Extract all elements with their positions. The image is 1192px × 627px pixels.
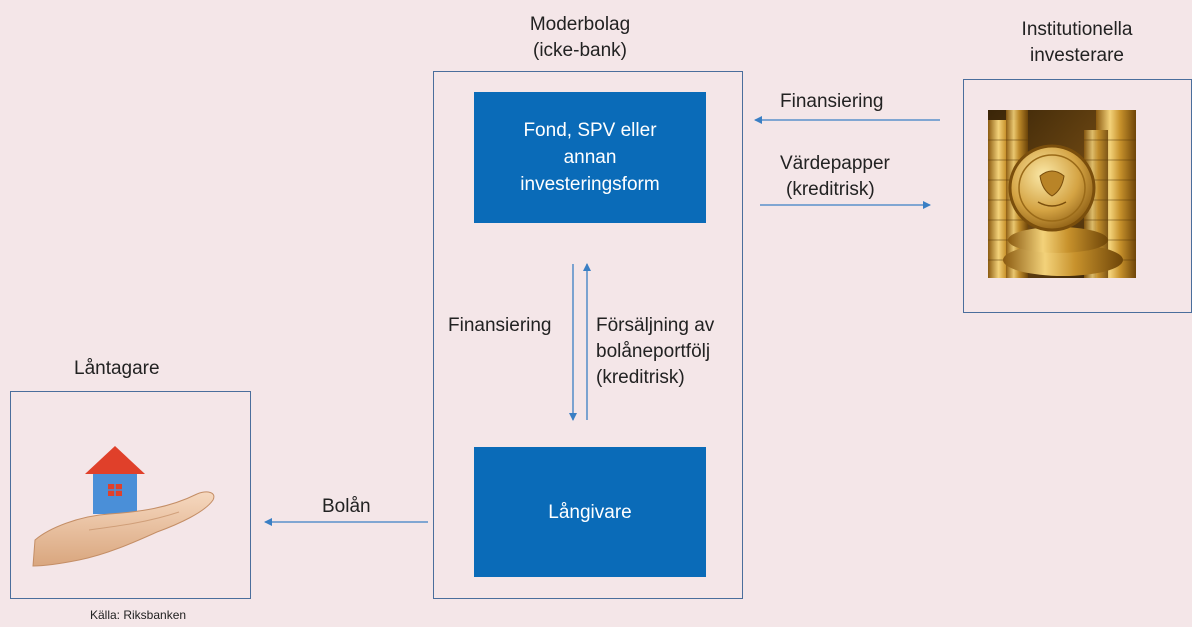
hand-icon: [32, 491, 215, 567]
financing-top-label: Finansiering: [780, 91, 884, 112]
parent-title: Moderbolag (icke-bank): [480, 12, 680, 64]
sale-line2: bolåneportfölj: [596, 341, 711, 362]
securities-label: Värdepapper (kreditrisk): [780, 151, 890, 203]
securities-line2: (kreditrisk): [786, 179, 875, 200]
mortgage-label: Bolån: [322, 496, 371, 517]
sale-line3: (kreditrisk): [596, 367, 685, 388]
parent-title-line2: (icke-bank): [533, 40, 627, 61]
source-note: Källa: Riksbanken: [90, 608, 187, 622]
borrower-title: Låntagare: [74, 358, 160, 379]
fund-box-line3: investeringsform: [520, 174, 660, 195]
investors-title-line2: investerare: [1030, 45, 1124, 66]
financing-mid-label: Finansiering: [448, 315, 552, 336]
sale-line1: Försäljning av: [596, 315, 715, 336]
fund-box-line2: annan: [563, 147, 617, 168]
sale-label: Försäljning av bolåneportfölj (kreditris…: [596, 313, 714, 391]
lender-box: Långivare: [474, 447, 706, 577]
hand-house-image: [32, 446, 215, 567]
borrower-frame: [10, 391, 251, 599]
parent-title-line1: Moderbolag: [529, 14, 631, 35]
coins-image: [988, 110, 1136, 278]
fund-box-line1: Fond, SPV eller: [523, 120, 657, 141]
investors-title: Institutionella investerare: [962, 17, 1192, 69]
house-icon: [85, 446, 145, 514]
parent-frame: [433, 71, 743, 599]
fund-box: Fond, SPV eller annan investeringsform: [474, 92, 706, 223]
securities-line1: Värdepapper: [780, 153, 890, 174]
investors-title-line1: Institutionella: [1021, 19, 1133, 40]
investors-frame: [963, 79, 1192, 313]
lender-box-label: Långivare: [548, 501, 632, 523]
